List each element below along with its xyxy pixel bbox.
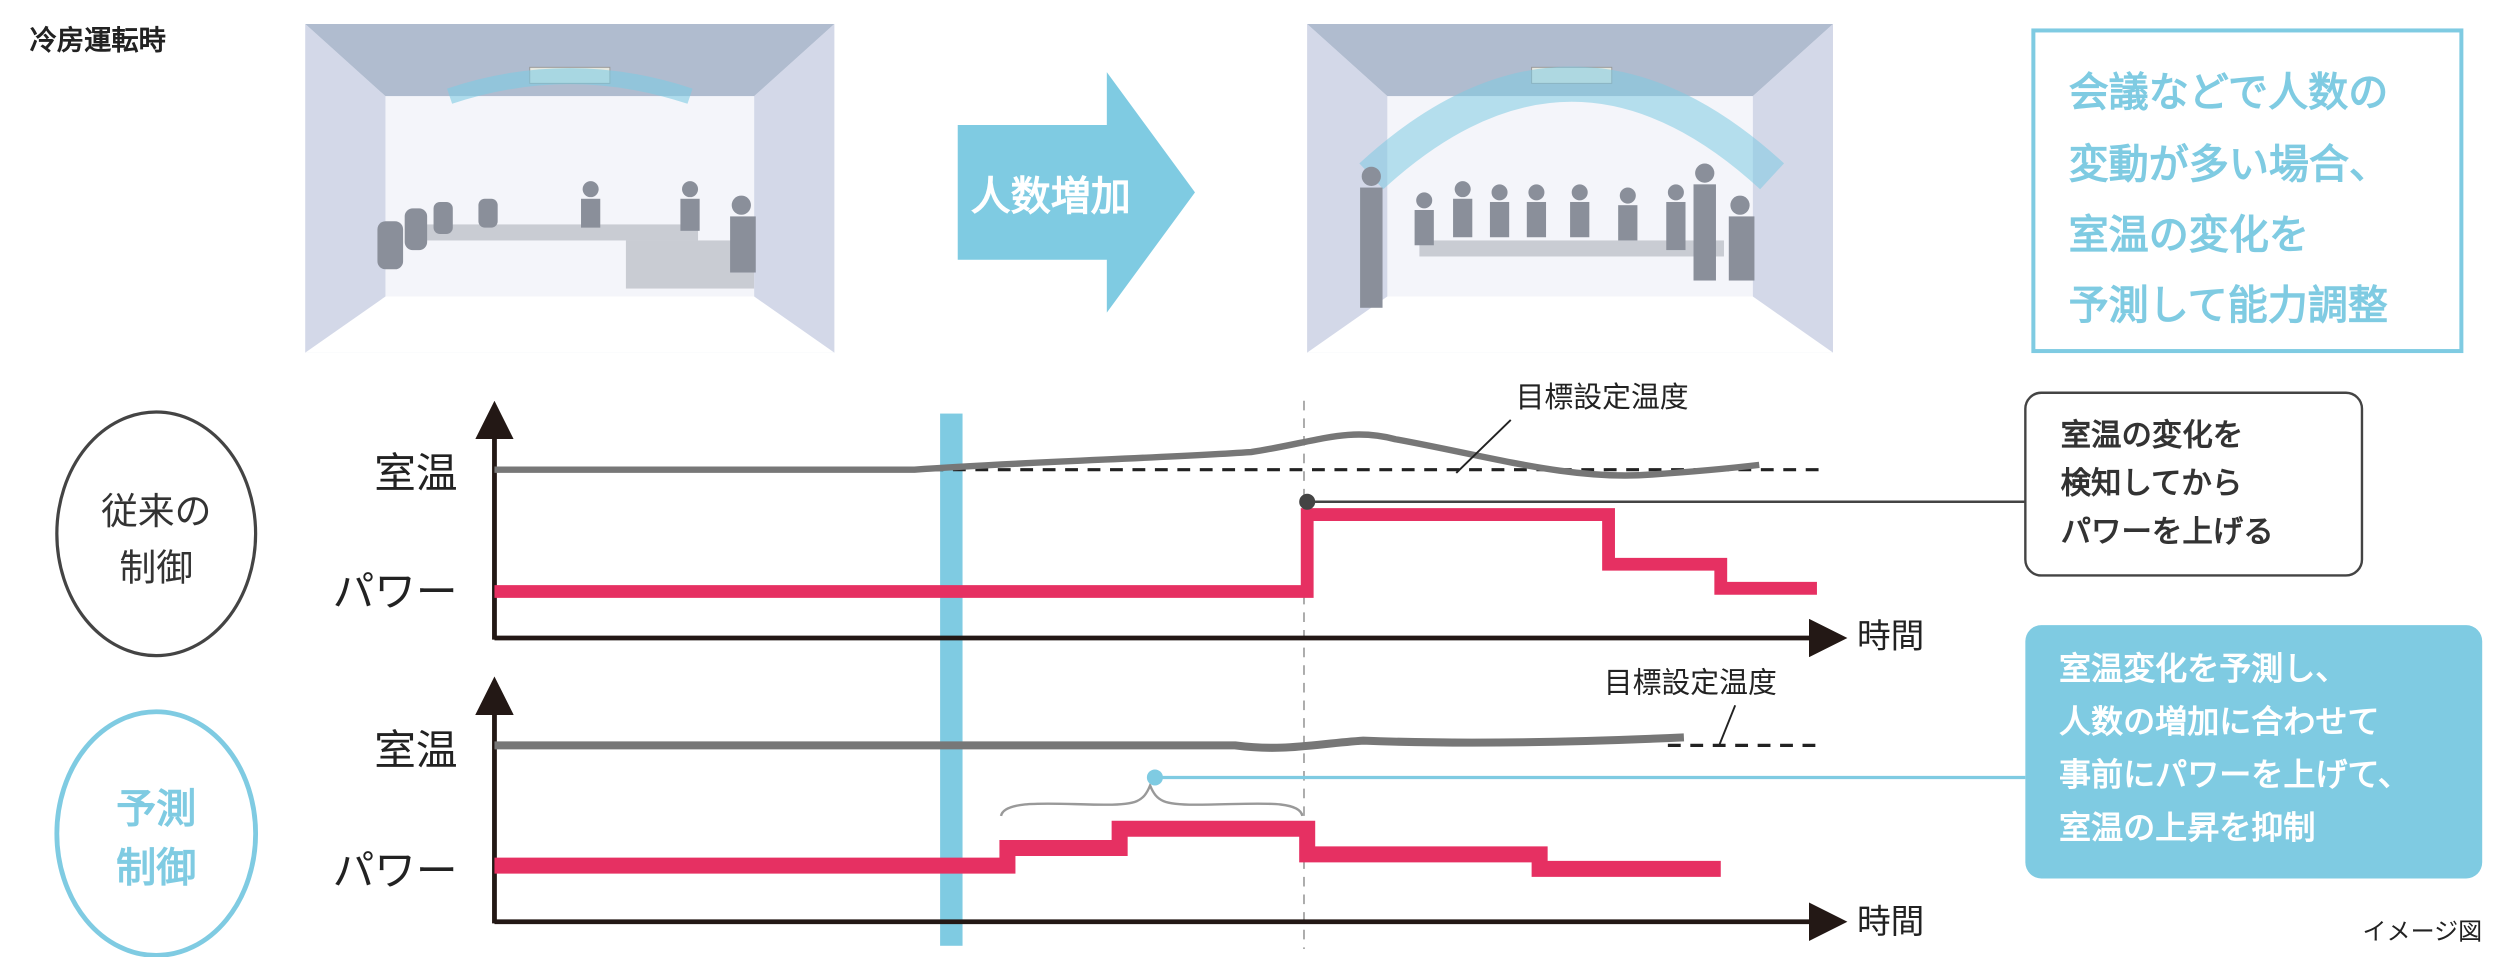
callout-line: 室温変化を予測し、	[2059, 650, 2347, 688]
power-label: パワー	[333, 567, 458, 616]
room-temp-label: 室温	[374, 726, 457, 775]
power-label: パワー	[333, 846, 458, 895]
people-increase-marker	[940, 413, 963, 946]
conventional-callout	[2024, 391, 2364, 577]
room-illustration-after	[1307, 24, 1833, 353]
power-line	[494, 508, 1817, 598]
power-line	[494, 820, 1721, 877]
summary-line: 会議などで人数の	[2069, 70, 2389, 116]
period-brace	[999, 782, 1304, 817]
summary-box: 会議などで人数の 変動が多い場合、 室温の変化を 予測して能力調整	[2031, 28, 2464, 354]
arrow-label: 人数増加	[971, 174, 1131, 220]
prediction-dot	[1146, 769, 1163, 786]
predictive-title: 制御	[116, 846, 196, 892]
callout-line: 検知してから	[2061, 467, 2243, 502]
callout-line: 室温の変化を	[2061, 418, 2244, 454]
callout-line: 人数の増加に合わせて	[2059, 703, 2379, 741]
room-temp-label: 室温	[374, 448, 457, 497]
conventional-title: 従来の	[101, 490, 212, 533]
room-temp-curve	[494, 431, 1760, 479]
room-temp-curve	[494, 733, 1685, 752]
time-label: 時間	[1857, 902, 1924, 941]
target-temp-label: 目標設定温度	[1516, 380, 1689, 414]
target-temp-label: 目標設定温度	[1604, 666, 1777, 700]
predictive-title: 予測	[116, 786, 196, 832]
mode-label: 冷房運転時	[30, 25, 166, 57]
summary-line: 室温の変化を	[2069, 212, 2309, 258]
callout-line: パワーを上げる	[2061, 515, 2274, 550]
predictive-control-chart: 予測 制御 室温 パワー 時間 目標設定温度 室温変化を予測し、 人数の増加に合…	[54, 625, 2483, 957]
target-leader-line	[1455, 419, 1512, 474]
time-label: 時間	[1857, 617, 1924, 656]
detection-dot	[1299, 493, 1316, 510]
summary-line: 予測して能力調整	[2069, 283, 2388, 329]
conventional-title: 制御	[119, 546, 193, 589]
room-illustration-before	[305, 24, 835, 353]
predictive-callout	[2025, 625, 2483, 879]
summary-line: 変動が多い場合、	[2069, 142, 2390, 188]
footnote: イメージ図	[2363, 917, 2483, 945]
increase-arrow: 人数増加	[957, 72, 1195, 313]
conventional-control-chart: 従来の 制御 室温 パワー 時間 目標設定温度 室温の変化を 検知してから パワ…	[55, 380, 2364, 658]
callout-line: 事前にパワーを上げて、	[2059, 755, 2410, 793]
target-leader-line	[1718, 704, 1737, 746]
callout-line: 室温の上昇を抑制	[2059, 808, 2315, 846]
